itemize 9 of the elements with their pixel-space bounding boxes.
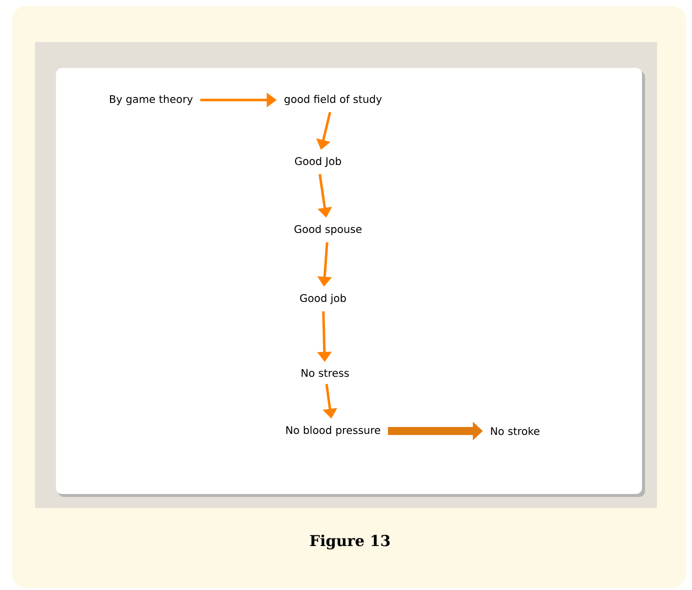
step-text: Good Job (295, 156, 342, 168)
step-text: No blood pressure (286, 426, 380, 436)
step-text: Good spouse (294, 224, 362, 236)
caption: Figure 13 (310, 534, 390, 550)
step-text: No stroke (491, 426, 540, 436)
step-text: No stress (302, 369, 349, 377)
step-text: Good job (300, 294, 346, 304)
step-text: good field of study (284, 94, 382, 106)
step-text: By game theory (110, 94, 193, 106)
